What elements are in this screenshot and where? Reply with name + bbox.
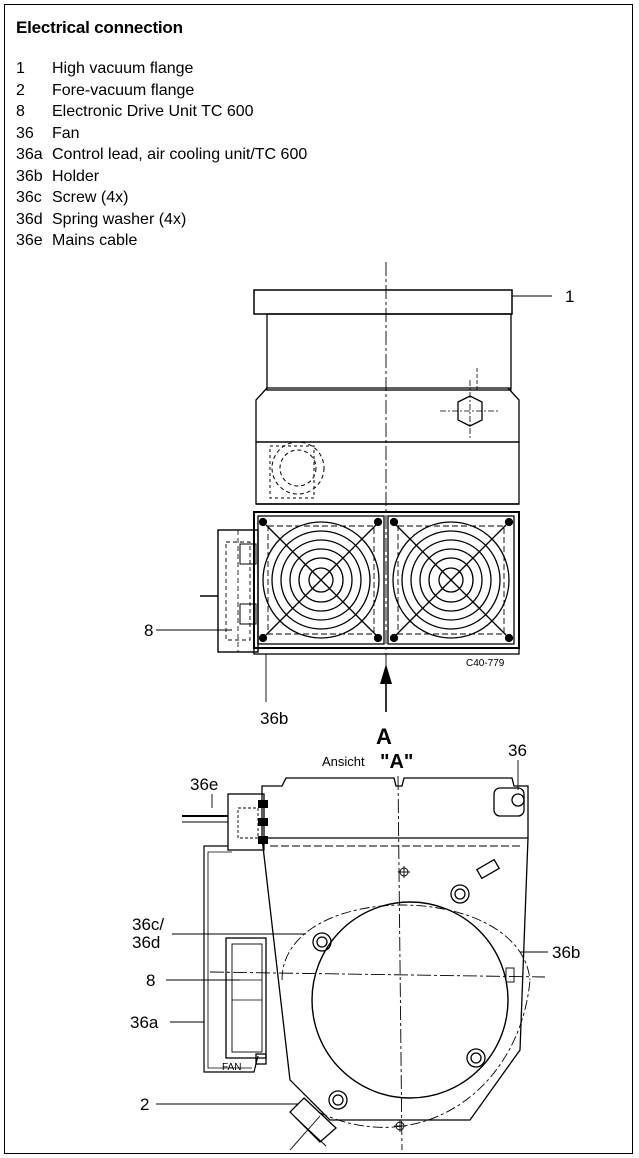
- legend-item: 8 Electronic Drive Unit TC 600: [16, 101, 307, 123]
- legend-number: 1: [16, 60, 25, 77]
- legend-number: 8: [16, 103, 25, 120]
- fan-grille-left: [262, 521, 380, 639]
- label-36d: 36d: [132, 933, 160, 952]
- legend-item: 36d Spring washer (4x): [16, 209, 307, 231]
- figure-frame: [4, 4, 633, 1154]
- reference-marks: [394, 866, 515, 1132]
- drive-unit: [200, 529, 259, 653]
- holder-screws: [312, 858, 501, 1110]
- fan-hinge: [493, 760, 525, 817]
- legend-text: Control lead, air cooling unit/TC 600: [52, 146, 308, 163]
- centerline-horizontal: [209, 971, 546, 978]
- legend-number: 36b: [16, 167, 43, 185]
- legend-number: 36c: [16, 189, 42, 206]
- view-title-letter: "A": [380, 751, 413, 773]
- fore-vacuum-flange: [289, 1097, 337, 1151]
- legend-text: High vacuum flange: [52, 60, 194, 77]
- holder-plate: [253, 647, 520, 655]
- legend-text: Spring washer (4x): [52, 210, 187, 228]
- side-view: [156, 262, 552, 712]
- label-8-side: 8: [144, 621, 153, 640]
- label-1: 1: [565, 287, 574, 306]
- drive-unit-bottom: [225, 937, 267, 1059]
- high-vacuum-flange: [253, 289, 513, 315]
- legend-number: 36a: [16, 146, 43, 163]
- fan-plug-label: FAN: [222, 1062, 241, 1073]
- label-8-bottom: 8: [146, 971, 155, 990]
- label-2: 2: [140, 1095, 149, 1114]
- legend-number: 2: [16, 81, 25, 99]
- control-lead: [203, 845, 259, 1073]
- fan-grille-right: [392, 521, 510, 639]
- legend-text: Mains cable: [52, 232, 138, 249]
- label-36a: 36a: [130, 1013, 159, 1032]
- label-36b-side: 36b: [260, 709, 288, 728]
- view-arrow-label: A: [376, 724, 392, 749]
- view-arrow-head: [380, 664, 392, 684]
- pump-housing: [255, 387, 520, 443]
- legend-item: 36e Mains cable: [16, 230, 307, 252]
- fan-right: [387, 515, 515, 645]
- label-36c: 36c/: [132, 915, 164, 934]
- legend-item: 36b Holder: [16, 166, 307, 188]
- legend-item: 1 High vacuum flange: [16, 58, 307, 80]
- holder-arc: [281, 904, 531, 981]
- legend-number: 36e: [16, 232, 43, 249]
- fan-unit: [253, 511, 520, 649]
- holder-arc-lower: [317, 979, 531, 1128]
- pump-upper-body: [266, 313, 512, 391]
- figure-title: Electrical connection: [16, 18, 183, 37]
- control-lead-inner: [207, 851, 252, 1069]
- label-36: 36: [508, 741, 527, 760]
- legend-text: Fan: [52, 124, 80, 142]
- legend-number: 36d: [16, 210, 43, 228]
- label-36e: 36e: [190, 775, 218, 794]
- legend-text: Fore-vacuum flange: [52, 81, 195, 99]
- legend-text: Electronic Drive Unit TC 600: [52, 103, 254, 120]
- legend-number: 36: [16, 124, 34, 142]
- fan-screws: [258, 517, 514, 643]
- legend-item: 2 Fore-vacuum flange: [16, 80, 307, 102]
- pump-outlet-circle: [311, 901, 509, 1099]
- connector-box: [227, 793, 268, 851]
- label-36b-bottom: 36b: [552, 943, 580, 962]
- centerline-vertical: [397, 775, 403, 1151]
- pump-lower-housing: [255, 441, 520, 505]
- bottom-view: [156, 760, 548, 1151]
- holder-body: [261, 837, 529, 1121]
- hex-fitting: [440, 368, 500, 440]
- legend-item: 36c Screw (4x): [16, 187, 307, 209]
- legend-text: Holder: [52, 167, 100, 185]
- view-title-prefix: Ansicht: [322, 754, 365, 769]
- fan-strip: [261, 777, 529, 839]
- drawing-code: C40-779: [466, 658, 505, 669]
- legend-text: Screw (4x): [52, 189, 129, 206]
- legend-item: 36 Fan: [16, 123, 307, 145]
- fan-plug: [255, 1053, 267, 1065]
- legend-item: 36a Control lead, air cooling unit/TC 600: [16, 144, 307, 166]
- side-port: [269, 441, 325, 499]
